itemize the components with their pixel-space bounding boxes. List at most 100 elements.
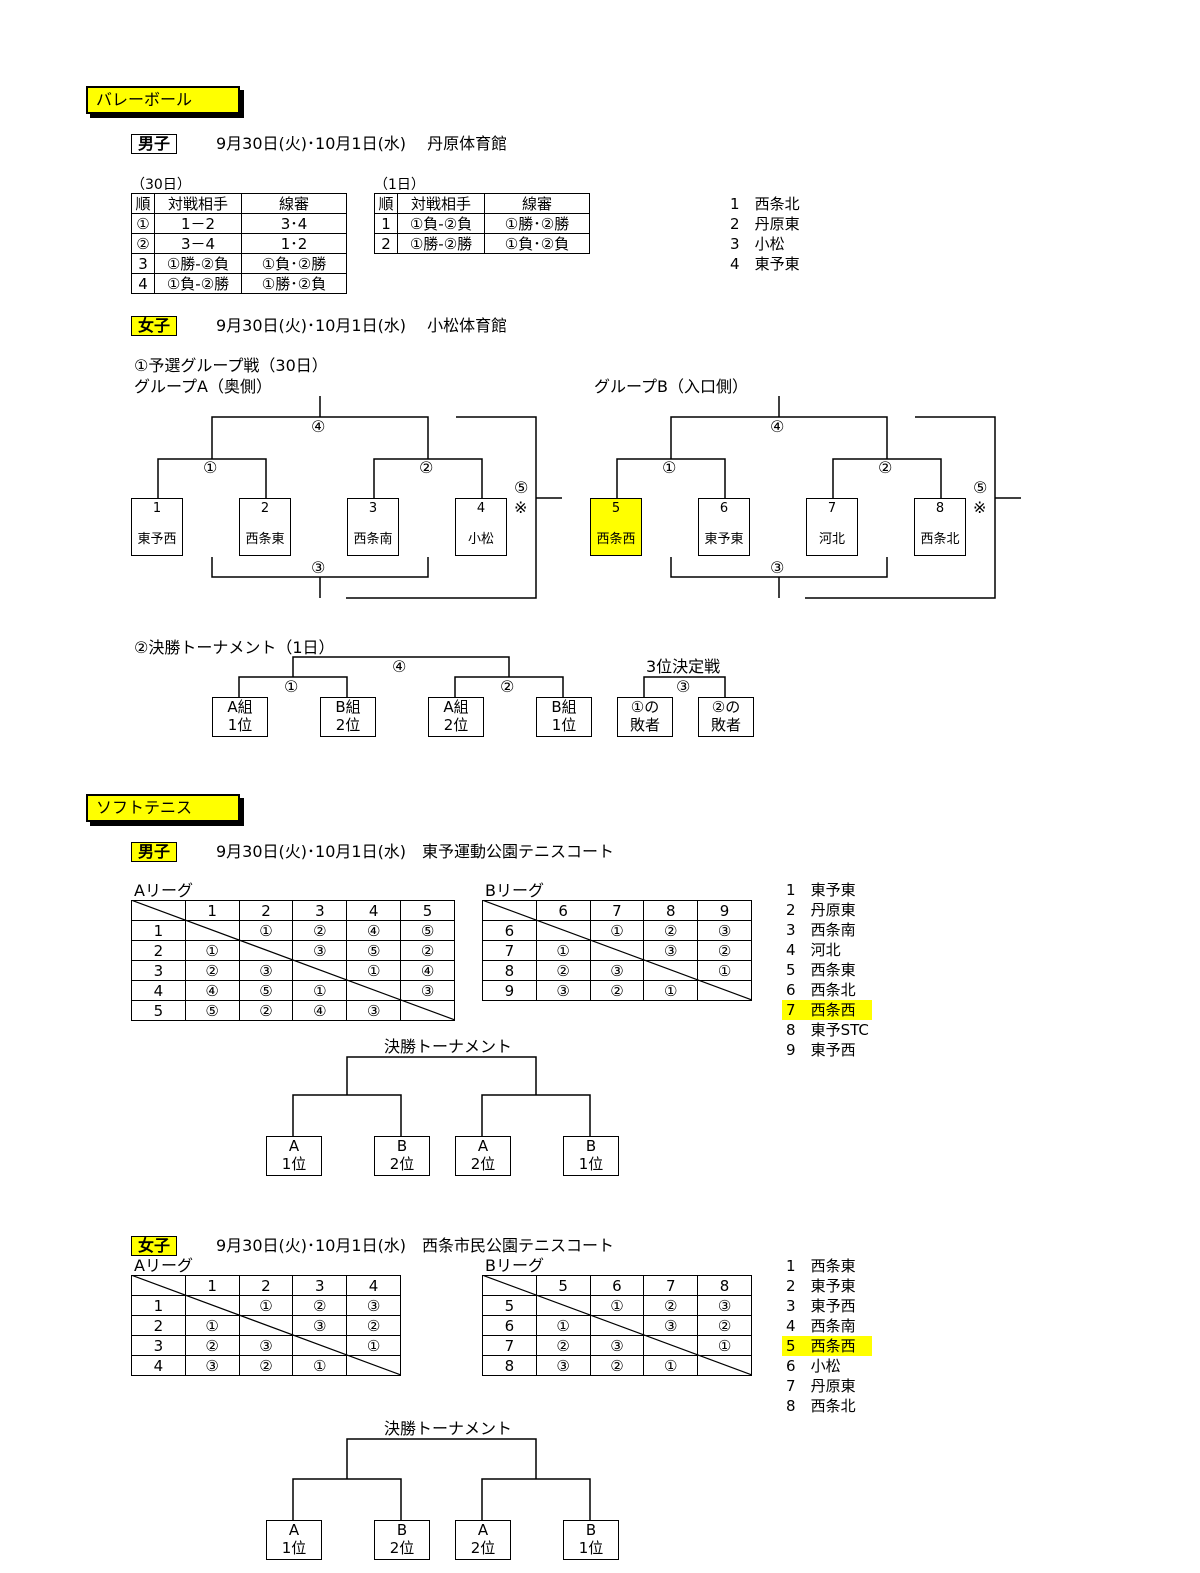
league-cell (400, 1000, 455, 1021)
participant-num: 1 (730, 195, 740, 213)
participant-name: 西条北 (810, 981, 856, 999)
volleyball-women-schedule: 9月30日(火)･10月1日(水) 小松体育館 (216, 316, 508, 335)
slot-group: A (477, 1137, 489, 1155)
league-cell (184, 920, 240, 941)
group-a-title: グループA（奥側） (134, 377, 272, 396)
table-cell: ①勝･②負 (241, 273, 347, 294)
table-cell: ①負･②勝 (241, 253, 347, 274)
team-num: 8 (935, 501, 945, 516)
league-cell (346, 980, 402, 1001)
note-mark: ※ (973, 498, 987, 517)
league-a-title: Aリーグ (134, 1256, 193, 1275)
spacer (796, 1277, 811, 1295)
league-row-header: 7 (482, 1335, 537, 1356)
league-col-header: 6 (589, 1275, 645, 1296)
spacer (796, 1297, 811, 1315)
participant-num: 5 (786, 961, 796, 979)
third-place-title: 3位決定戦 (646, 657, 721, 676)
participant-num: 2 (730, 215, 740, 233)
league-cell: ① (184, 940, 240, 961)
match-mark: ① (284, 677, 299, 696)
participant-num: 8 (786, 1397, 796, 1415)
league-cell: ④ (184, 980, 240, 1001)
league-cell: ② (697, 940, 752, 961)
league-row-header: 9 (482, 980, 537, 1001)
participant-name: 東予東 (754, 255, 800, 273)
league-col-header: 9 (697, 900, 752, 921)
league-col-header: 7 (589, 900, 645, 921)
league-row-header: 8 (482, 960, 537, 981)
league-cell: ② (346, 1315, 401, 1336)
league-cell: ③ (697, 1295, 752, 1316)
participant-name: 東予東 (810, 881, 856, 899)
league-cell: ③ (400, 980, 455, 1001)
participant-item: 3 東予西 (782, 1296, 872, 1316)
women-tag: 女子 (131, 1236, 178, 1256)
team-num: 7 (827, 501, 837, 516)
slot-group: ②の (711, 698, 741, 716)
note-mark: ※ (514, 498, 528, 517)
table-cell: 1 (374, 213, 398, 234)
table-cell: ① (131, 213, 155, 234)
table-cell: ①負-②勝 (154, 273, 242, 294)
slot-group: A (288, 1137, 300, 1155)
league-cell (184, 1295, 240, 1316)
league-cell: ② (589, 1355, 645, 1376)
match-mark: ⑤ (514, 478, 529, 497)
participant-name: 丹原東 (754, 215, 800, 233)
participant-item: 1 東予東 (782, 880, 872, 900)
participant-name: 西条西 (810, 1001, 856, 1019)
league-col-header: 8 (643, 900, 699, 921)
league-col-header: 3 (292, 1275, 348, 1296)
slot-rank: 2位 (389, 1539, 415, 1557)
team-num: 3 (368, 501, 378, 516)
participant-num: 3 (786, 1297, 796, 1315)
league-cell: ③ (589, 1335, 645, 1356)
team-name: 河北 (818, 532, 845, 547)
volleyball-men-participants: 1 西条北 2 丹原東 3 小松 4 東予東 (726, 194, 816, 274)
participant-num: 4 (730, 255, 740, 273)
participant-name: 東予西 (810, 1041, 856, 1059)
league-cell: ③ (292, 940, 348, 961)
men-tag: 男子 (131, 842, 178, 862)
league-cell: ② (238, 1000, 294, 1021)
team-name: 東予西 (137, 532, 177, 547)
league-cell: ② (184, 960, 240, 981)
slot-group: ①の (630, 698, 660, 716)
slot-group: B (396, 1137, 408, 1155)
spacer (796, 961, 811, 979)
participant-num: 6 (786, 1357, 796, 1375)
league-row-header: 2 (131, 940, 186, 961)
league-cell: ③ (346, 1295, 401, 1316)
participant-num: 2 (786, 1277, 796, 1295)
participant-item: 2 東予東 (782, 1276, 872, 1296)
spacer (796, 1021, 811, 1039)
participant-item: 5 西条東 (782, 960, 872, 980)
match-mark: ② (419, 458, 434, 477)
league-cell: ① (643, 980, 699, 1001)
league-cell (292, 960, 348, 981)
league-cell: ② (238, 1355, 294, 1376)
slot-group: B組 (551, 698, 577, 716)
participant-item-highlighted: 7 西条西 (782, 1000, 872, 1020)
table-header-row: 順 対戦相手 線審 (374, 193, 590, 214)
participant-item-highlighted: 5 西条西 (782, 1336, 872, 1356)
participant-item: 6 小松 (782, 1356, 872, 1376)
slot-group: A組 (443, 698, 469, 716)
league-cell: ⑤ (238, 980, 294, 1001)
final-tournament-title: 決勝トーナメント (384, 1419, 513, 1438)
participant-name: 小松 (754, 235, 785, 253)
slot-rank: 1位 (227, 716, 253, 734)
slot-rank: 1位 (281, 1155, 307, 1173)
table-header-row: 順 対戦相手 線審 (131, 193, 347, 214)
team-num: 2 (260, 501, 270, 516)
